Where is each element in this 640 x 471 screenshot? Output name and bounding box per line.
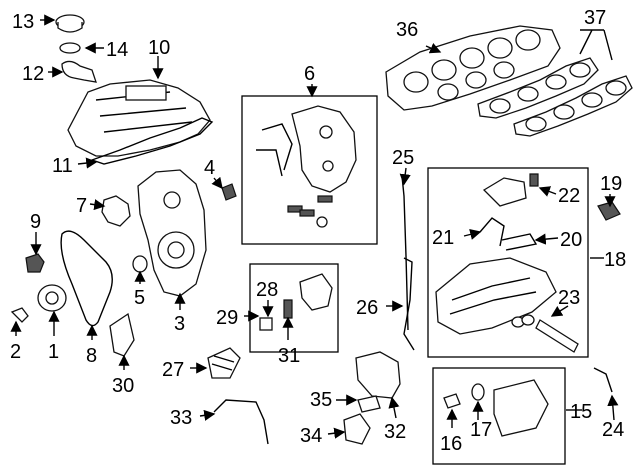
dipstick-tube [403,257,415,351]
drain-plug-23 [511,314,579,353]
callout-30: 30 [112,375,134,397]
callout-22: 22 [558,185,580,207]
callout-13: 13 [12,11,34,33]
oil-baffle [482,177,527,207]
callout-31: 31 [278,345,300,367]
valve-cover [67,79,211,157]
timing-cover-upper [256,105,357,228]
leader-lines [10,14,619,439]
washer-17 [471,383,485,401]
dipstick [401,175,409,331]
pickup-tube-20 [501,233,538,251]
callout-1: 1 [48,341,59,363]
callout-15: 15 [570,401,592,423]
manifold-gaskets [477,57,633,137]
callout-17: 17 [470,419,492,441]
callout-32: 32 [384,421,406,443]
washer-5 [132,255,148,273]
callout-numbers: 13 14 10 12 6 36 37 11 4 7 9 25 19 22 21… [10,7,626,455]
o-ring-14 [59,42,81,54]
timing-cover-lower [137,169,207,297]
callout-24: 24 [602,419,624,441]
drain-plug-16 [443,393,461,409]
group-box-lower-pan [432,367,566,465]
bracket-12 [61,60,97,83]
callout-26: 26 [356,297,378,319]
callout-5: 5 [134,287,145,309]
gasket-35 [357,395,381,413]
callout-19: 19 [600,173,622,195]
oil-filler-cap [55,14,85,33]
callout-3: 3 [174,313,185,335]
bolt-22 [529,173,539,187]
callout-12: 12 [22,63,44,85]
callout-20: 20 [560,229,582,251]
callout-4: 4 [204,157,215,179]
callout-9: 9 [30,211,41,233]
callout-33: 33 [170,407,192,429]
oil-pressure-switch [283,299,293,319]
callout-34: 34 [300,425,322,447]
callout-29: 29 [216,307,238,329]
callout-10: 10 [148,37,170,59]
idler-9 [25,253,45,273]
oil-tube [213,399,269,445]
valve-cover-gasket [89,117,214,165]
callout-35: 35 [310,389,332,411]
oil-filter [207,347,241,379]
callout-23: 23 [558,287,580,309]
crank-pulley [37,284,67,312]
group-box-oil-filter-bracket [249,263,339,353]
callout-2: 2 [10,341,21,363]
callout-28: 28 [256,279,278,301]
callout-37: 37 [584,7,606,29]
tensioner-7 [101,195,131,227]
part-28 [259,317,273,331]
tube-24 [593,367,613,393]
pulley-bolt [10,307,29,323]
callout-8: 8 [86,345,97,367]
group-box-oil-pan [427,167,589,358]
callout-25: 25 [392,147,414,169]
lower-oil-pan [493,379,549,437]
intake-manifold [385,25,561,111]
callout-36: 36 [396,19,418,41]
callout-21: 21 [432,227,454,249]
sensor-4 [221,183,237,201]
callout-27: 27 [162,359,184,381]
pickup-tube-21 [479,217,505,247]
callout-18: 18 [604,249,626,271]
callout-6: 6 [304,63,315,85]
oil-pan [435,257,557,335]
bracket-30 [109,312,135,357]
oil-filter-bracket [299,273,333,311]
callout-11: 11 [52,155,73,177]
oil-strainer [343,413,371,445]
oil-pump [355,351,401,399]
callout-16: 16 [440,433,462,455]
callout-14: 14 [106,39,128,61]
callout-7: 7 [76,195,87,217]
sensor-19 [597,201,621,221]
drive-belt [60,230,113,327]
